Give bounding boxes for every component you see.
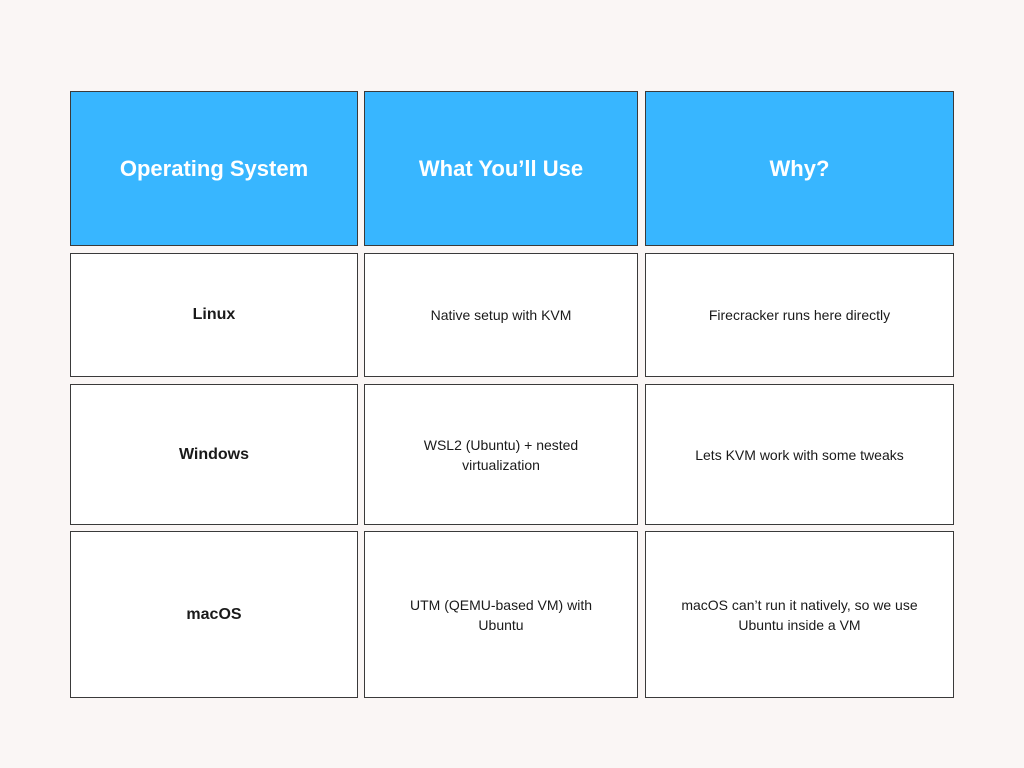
header-operating-system: Operating System <box>70 91 358 246</box>
why-text: Lets KVM work with some tweaks <box>695 446 904 463</box>
use-text: UTM (QEMU-based VM) with Ubuntu <box>409 596 593 633</box>
os-name: macOS <box>186 605 242 623</box>
use-text: Native setup with KVM <box>430 307 572 323</box>
table-cell-os: Windows <box>70 384 358 525</box>
table-cell-why: macOS can’t run it natively, so we use U… <box>645 531 954 698</box>
table-cell-use: UTM (QEMU-based VM) with Ubuntu <box>364 531 638 698</box>
table-cell-use: Native setup with KVM <box>364 253 638 377</box>
os-name: Windows <box>178 445 250 463</box>
header-label: What You’ll Use <box>418 155 584 181</box>
use-text: WSL2 (Ubuntu) + nested virtualization <box>423 436 579 473</box>
header-label: Operating System <box>119 155 309 181</box>
header-why: Why? <box>645 91 954 246</box>
table-cell-os: Linux <box>70 253 358 377</box>
table-cell-why: Lets KVM work with some tweaks <box>645 384 954 525</box>
why-text: Firecracker runs here directly <box>708 307 891 323</box>
table-cell-use: WSL2 (Ubuntu) + nested virtualization <box>364 384 638 525</box>
table-cell-why: Firecracker runs here directly <box>645 253 954 377</box>
header-label: Why? <box>769 155 830 181</box>
table-cell-os: macOS <box>70 531 358 698</box>
why-text: macOS can’t run it natively, so we use U… <box>681 596 918 633</box>
header-what-youll-use: What You’ll Use <box>364 91 638 246</box>
os-name: Linux <box>192 306 236 323</box>
